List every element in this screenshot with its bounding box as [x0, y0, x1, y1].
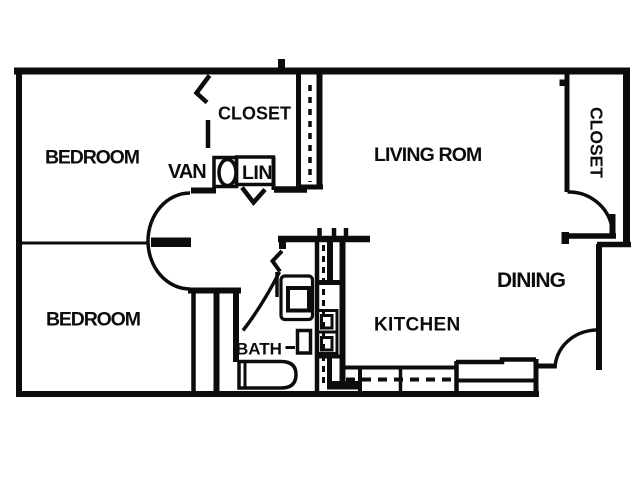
svg-text:LIVING ROM: LIVING ROM [374, 144, 481, 166]
svg-text:KITCHEN: KITCHEN [374, 315, 461, 336]
svg-text:BEDROOM: BEDROOM [45, 147, 139, 169]
svg-text:CLOSET: CLOSET [587, 107, 607, 178]
svg-text:CLOSET: CLOSET [218, 103, 291, 123]
svg-text:DINING: DINING [497, 269, 566, 292]
svg-text:BATH: BATH [236, 340, 282, 359]
svg-text:BEDROOM: BEDROOM [46, 309, 140, 331]
svg-text:LIN: LIN [242, 162, 272, 184]
svg-text:VAN: VAN [168, 161, 206, 183]
